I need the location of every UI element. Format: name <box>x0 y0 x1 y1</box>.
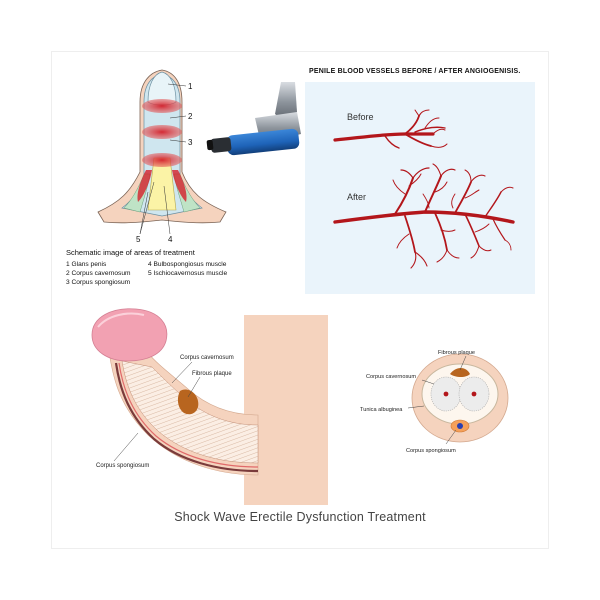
legend-item: 1 Glans penis <box>66 261 107 268</box>
glans-side <box>91 308 168 362</box>
schematic-legend-col-2: 4 Bulbospongiosus muscle 5 Ischiocaverno… <box>148 260 227 278</box>
blood-vessels-title: PENILE BLOOD VESSELS BEFORE / AFTER ANGI… <box>309 68 521 75</box>
legend-item: 2 Corpus cavernosum <box>66 270 131 277</box>
vessel-after <box>333 163 515 269</box>
label-corpus-cavernosum: Corpus cavernosum <box>180 355 234 361</box>
treatment-area-schematic: 1 2 3 4 5 <box>97 69 227 244</box>
blood-vessels-panel: Before After <box>305 82 535 294</box>
label-tunica-albuginea: Tunica albuginea <box>360 407 403 413</box>
cross-section-anatomy: Fibrous plaque Corpus cavernosum Tunica … <box>360 350 509 454</box>
legend-item: 5 Ischiocavernosus muscle <box>148 270 228 277</box>
treatment-zone-2 <box>142 125 182 139</box>
label-fibrous-plaque: Fibrous plaque <box>438 350 475 356</box>
label-corpus-spongiosum: Corpus spongiosum <box>96 463 149 469</box>
vessel-before <box>333 109 448 149</box>
panel-background <box>305 82 535 294</box>
treatment-zone-right <box>172 170 187 202</box>
treatment-zone-3 <box>142 153 182 167</box>
number-5: 5 <box>136 235 141 244</box>
number-2: 2 <box>188 112 193 121</box>
treatment-zone-1 <box>142 99 182 113</box>
number-4: 4 <box>168 235 173 244</box>
before-label: Before <box>347 112 374 122</box>
after-label: After <box>347 192 366 202</box>
figure-caption: Shock Wave Erectile Dysfunction Treatmen… <box>174 510 426 524</box>
schematic-legend-col-1: 1 Glans penis 2 Corpus cavernosum 3 Corp… <box>66 260 131 287</box>
number-1: 1 <box>188 82 193 91</box>
legend-item: 4 Bulbospongiosus muscle <box>148 261 227 268</box>
fibrous-plaque <box>177 389 199 415</box>
fibrous-plaque-cross <box>450 368 470 377</box>
corpus-spongiosum-band <box>114 362 259 473</box>
shockwave-handpiece-icon <box>206 82 301 156</box>
body-skin <box>244 315 328 505</box>
number-3: 3 <box>188 138 193 147</box>
label-corpus-cavernosum: Corpus cavernosum <box>366 374 416 380</box>
legend-item: 3 Corpus spongiosum <box>66 279 131 286</box>
label-corpus-spongiosum: Corpus spongiosum <box>406 448 456 454</box>
label-fibrous-plaque: Fibrous plaque <box>192 371 232 377</box>
side-view-anatomy: Corpus cavernosum Fibrous plaque Corpus … <box>91 308 328 505</box>
treatment-zone-left <box>137 170 152 202</box>
schematic-legend-title: Schematic image of areas of treatment <box>66 248 195 257</box>
